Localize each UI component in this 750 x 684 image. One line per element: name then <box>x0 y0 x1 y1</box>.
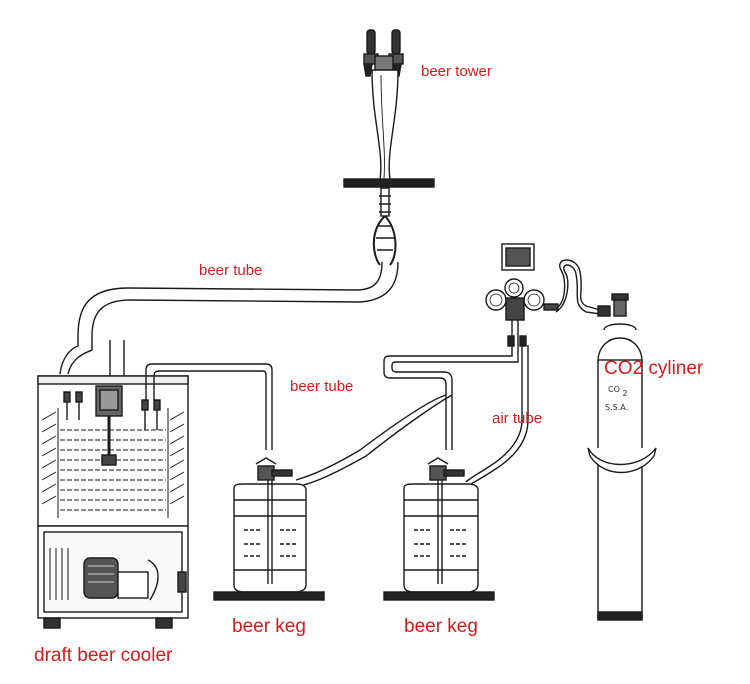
cylinder-base <box>597 611 643 621</box>
draft-beer-cooler <box>37 375 189 629</box>
control-box <box>117 571 149 599</box>
strap-ends <box>587 447 657 457</box>
keg-right-coupler-top <box>427 457 449 465</box>
cylinder-shoulder <box>597 337 643 363</box>
cylinder-strap <box>587 447 657 474</box>
tower-base-plate <box>343 178 435 188</box>
cylinder-valve-connector <box>597 305 611 317</box>
keg-left-gas-inlet <box>271 469 293 477</box>
regulator-body <box>505 297 525 321</box>
outlet-valve-2 <box>519 335 527 347</box>
regulator-inlet <box>543 303 559 311</box>
keg-left-base <box>213 591 325 601</box>
tap-handle-left <box>366 29 376 55</box>
fitting-4 <box>153 399 161 411</box>
label-air-tube: air tube <box>492 410 543 427</box>
cooler-coil-walls <box>41 408 185 518</box>
fitting-lines <box>66 402 158 430</box>
cylinder-valve <box>613 299 627 317</box>
cylinder-body <box>597 359 643 619</box>
label-beer-keg-left: beer keg <box>232 616 306 637</box>
label-beer-keg-right: beer keg <box>404 616 478 637</box>
cylinder-marking-co2: CO 2 <box>608 385 628 398</box>
label-beer-tube-mid: beer tube <box>290 378 354 395</box>
label-beer-tube-top: beer tube <box>199 262 263 279</box>
cooler-foot-left <box>43 617 61 629</box>
label-co2-cylinder: CO2 cyliner <box>604 358 704 379</box>
keg-left-rings <box>234 499 306 571</box>
cooler-foot-right <box>155 617 173 629</box>
side-port <box>177 571 187 593</box>
keg-right-spear <box>437 480 443 584</box>
refrigerant-line <box>147 559 159 601</box>
column-highlight <box>380 74 385 179</box>
cylinder-valve-handle <box>611 293 629 301</box>
tap-handle-right <box>391 29 401 55</box>
fitting-3 <box>141 399 149 411</box>
beer-tube-to-kegs <box>145 345 519 487</box>
beer-tower <box>343 29 435 266</box>
pump-motor <box>99 389 119 411</box>
gauge-right-dial <box>527 293 541 307</box>
cylinder-marking-ssa: S.S.A. <box>605 403 629 412</box>
pump-impeller <box>101 454 117 466</box>
outlet-valve-1 <box>507 335 515 347</box>
spout-left <box>363 63 373 77</box>
cooler-lid <box>37 375 189 385</box>
compressor <box>83 557 119 599</box>
regulator-bracket <box>505 247 531 267</box>
cylinder-marking-co: CO <box>608 385 620 394</box>
line-clamps <box>376 225 394 251</box>
keg-right-gas-inlet <box>443 469 465 477</box>
cylinder-neck <box>603 323 637 331</box>
keg-left-liquid <box>244 529 298 557</box>
compressor-bands <box>88 565 114 583</box>
keg-left-spear <box>267 480 273 584</box>
cylinder-marking-sub: 2 <box>622 389 628 398</box>
fitting-1 <box>63 391 71 403</box>
beer-keg-left <box>213 457 325 601</box>
gauge-top-dial <box>508 282 520 294</box>
gauge-left-dial <box>489 293 503 307</box>
tower-head <box>374 55 394 71</box>
keg-right-body <box>403 483 479 593</box>
co2-cylinder <box>587 293 657 621</box>
beer-keg-right <box>383 457 495 601</box>
keg-right-base <box>383 591 495 601</box>
co2-regulator <box>485 243 611 347</box>
tower-lines <box>372 215 397 266</box>
keg-right-liquid <box>414 529 468 557</box>
tower-column <box>371 69 399 181</box>
keg-right-rings <box>404 499 478 571</box>
fitting-2 <box>75 391 83 403</box>
keg-left-coupler-top <box>255 457 277 465</box>
air-tube <box>465 345 529 487</box>
shank-rings <box>379 195 391 213</box>
label-beer-tower: beer tower <box>421 63 492 80</box>
co2-coil-hose-inner <box>555 264 601 315</box>
label-draft-beer-cooler: draft beer cooler <box>34 645 173 666</box>
co2-coil-hose <box>557 259 601 311</box>
keg-left-body <box>233 483 307 593</box>
condenser-fins <box>49 548 69 600</box>
beer-tube-main <box>59 261 399 385</box>
